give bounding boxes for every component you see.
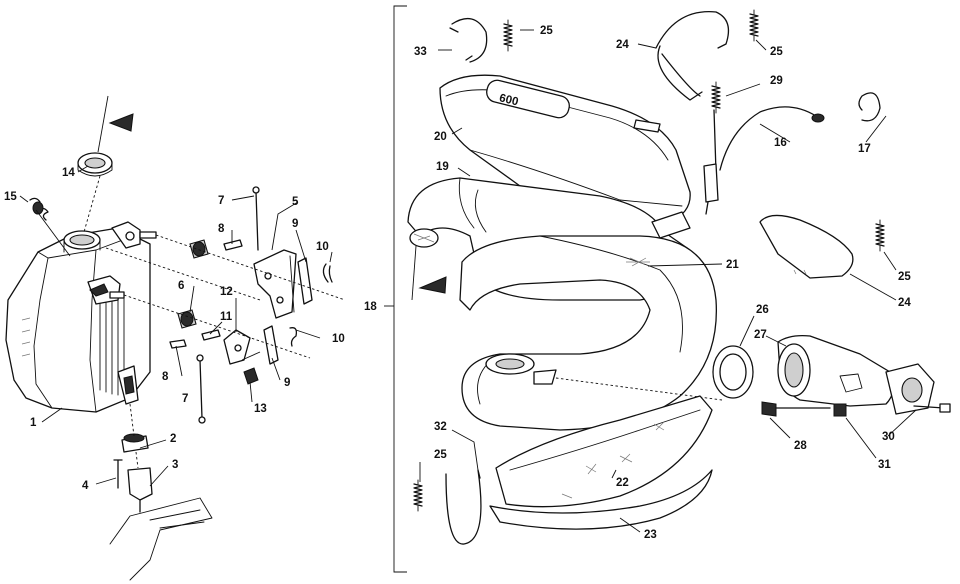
callout-33: 33 [414, 46, 427, 58]
heat-shield [495, 395, 713, 508]
callout-7b: 7 [182, 393, 188, 405]
callout-3: 3 [172, 459, 178, 471]
cotter-pin [322, 263, 333, 283]
clip [297, 257, 313, 305]
cotter-pin [289, 327, 298, 347]
callout-16: 16 [774, 137, 787, 149]
callout-24a: 24 [616, 39, 629, 51]
clamp-ring [858, 92, 881, 122]
clamp-ring [451, 17, 488, 63]
heat-shield-lower [489, 469, 713, 530]
expansion-chamber: 600 [439, 74, 691, 227]
callout-24b: 24 [898, 297, 911, 309]
callout-labels: 1 2 3 4 5 6 7 7 8 8 9 9 10 10 11 12 13 1… [4, 25, 911, 541]
callout-10b: 10 [332, 333, 345, 345]
spring-icon [711, 81, 721, 114]
callout-23: 23 [644, 529, 657, 541]
callout-19: 19 [436, 161, 449, 173]
direction-arrow-icon [108, 113, 134, 132]
callout-8a: 8 [218, 223, 225, 235]
callout-21: 21 [726, 259, 739, 271]
callout-9b: 9 [284, 377, 290, 389]
callout-2: 2 [170, 433, 176, 445]
fitting-elbow [127, 467, 153, 513]
spring-icon [413, 479, 423, 512]
callout-30: 30 [882, 431, 895, 443]
callout-25d: 25 [434, 449, 447, 461]
callout-15: 15 [4, 191, 17, 203]
callout-26: 26 [756, 304, 769, 316]
spring-icon [749, 9, 759, 42]
callout-17: 17 [858, 143, 871, 155]
callout-20: 20 [434, 131, 447, 143]
spring-rod [196, 354, 206, 424]
callout-12: 12 [220, 286, 233, 298]
callout-31: 31 [878, 459, 891, 471]
callout-6: 6 [178, 280, 184, 292]
callout-22: 22 [616, 477, 629, 489]
main-exhaust-pipe [459, 235, 718, 431]
mount-strap [655, 11, 730, 97]
rubber-grommet [189, 239, 209, 259]
rubber-grommet [177, 309, 197, 329]
spring-rod [252, 186, 260, 251]
callout-29: 29 [770, 75, 783, 87]
callout-1: 1 [30, 417, 37, 429]
exhaust-gasket [712, 345, 754, 399]
screw [113, 459, 123, 489]
spring-15 [29, 197, 49, 221]
mount-strap [759, 214, 854, 279]
pipe-emboss-label: 600 [498, 92, 520, 108]
callout-27: 27 [754, 329, 767, 341]
spring-icon [503, 19, 513, 52]
tank-cap-grommet [77, 152, 113, 177]
direction-arrow-icon [418, 276, 447, 294]
callout-18: 18 [364, 301, 377, 313]
spring-icon [875, 219, 885, 252]
exhaust-flange-pipe [777, 334, 935, 415]
callout-4: 4 [82, 480, 89, 492]
callout-8b: 8 [162, 371, 169, 383]
mount-bracket-lower [223, 329, 251, 365]
mount-bracket [253, 249, 297, 319]
callout-25b: 25 [770, 46, 783, 58]
drain-fitting [121, 433, 149, 453]
callout-9a: 9 [292, 218, 298, 230]
callout-32: 32 [434, 421, 447, 433]
callout-13: 13 [254, 403, 267, 415]
callout-10a: 10 [316, 241, 329, 253]
oil-tank-group [5, 221, 157, 413]
callout-5: 5 [292, 196, 299, 208]
callout-25a: 25 [540, 25, 553, 37]
callout-25c: 25 [898, 271, 911, 283]
callout-11: 11 [220, 311, 233, 323]
callout-14: 14 [62, 167, 75, 179]
temperature-sensor [703, 106, 825, 215]
callout-28: 28 [794, 440, 807, 452]
mount-strap [445, 469, 482, 545]
callout-7a: 7 [218, 195, 224, 207]
